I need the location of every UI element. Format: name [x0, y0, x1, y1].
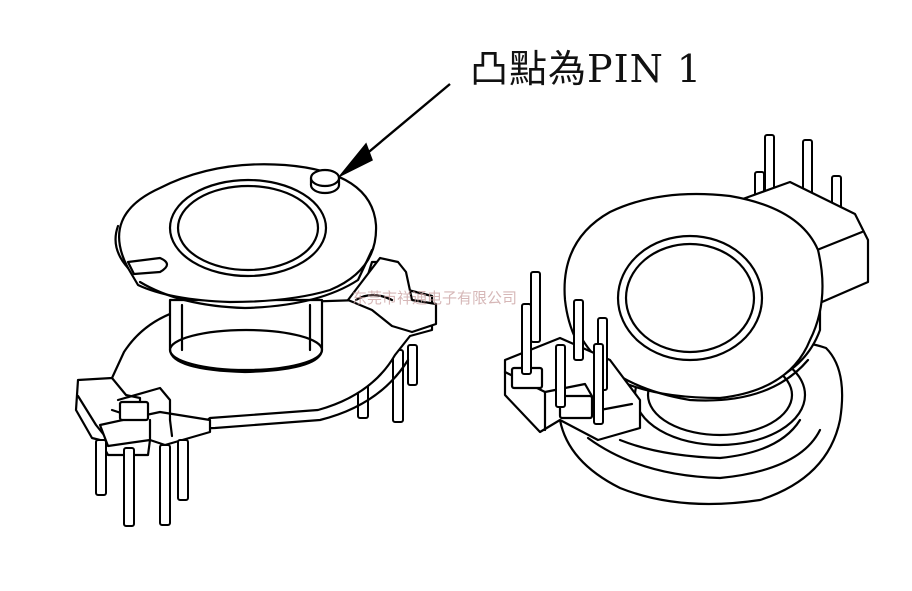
left-terminal-block: [98, 386, 212, 448]
pin-1-marker-dot: [309, 168, 341, 195]
callout-arrowhead-icon: [339, 142, 373, 177]
right-terminal-block: [346, 256, 438, 334]
left-front-pins: [95, 439, 189, 527]
right-core-bore: [616, 234, 764, 362]
bobbin-front-view: [74, 163, 438, 527]
flange-slot-notch: [126, 256, 169, 276]
right-side-pins: [521, 271, 608, 425]
callout-label: 凸點為PIN 1: [470, 47, 702, 91]
bobbin-rear-view: [503, 134, 870, 506]
pin-1-callout: 凸點為PIN 1: [339, 47, 702, 177]
watermark-text: 东莞市祥通电子有限公司: [352, 289, 517, 307]
left-core-bore: [168, 178, 328, 278]
